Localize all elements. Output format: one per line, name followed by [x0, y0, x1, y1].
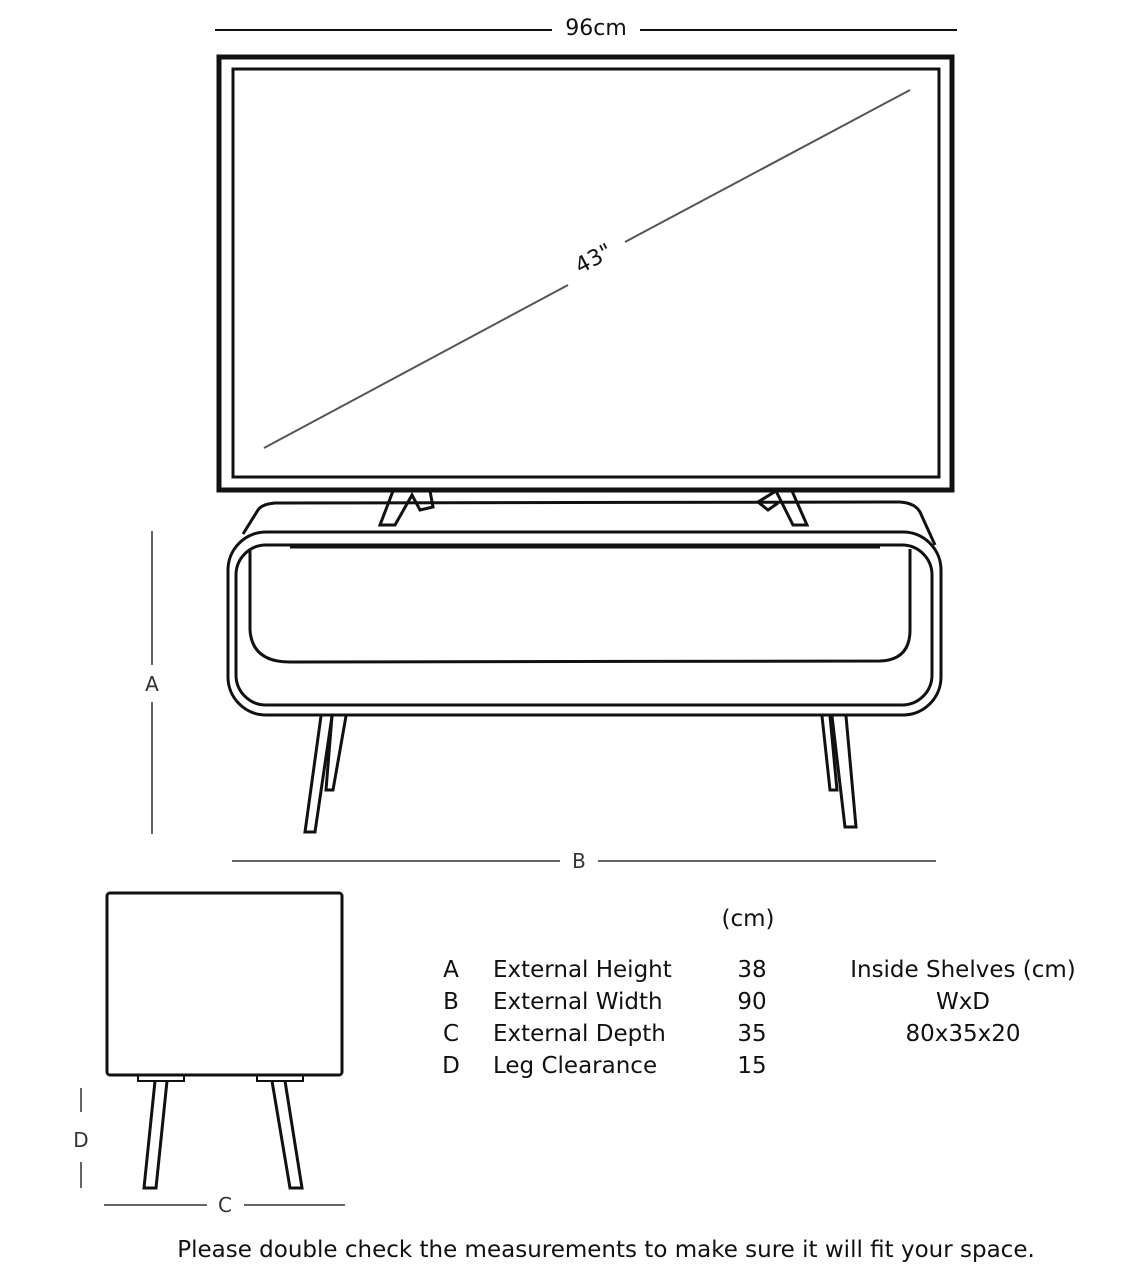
- tv-outline: 43": [216, 54, 955, 493]
- dimension-a: A: [145, 531, 159, 834]
- row-value: 90: [737, 989, 766, 1015]
- row-value: 35: [737, 1021, 766, 1047]
- table-row: B External Width 90: [443, 989, 767, 1015]
- table-row: A External Height 38: [443, 957, 767, 983]
- dimension-b-label: B: [572, 849, 586, 873]
- inside-shelves-value: 80x35x20: [905, 1021, 1020, 1047]
- row-letter: B: [443, 989, 459, 1015]
- tv-unit-front-view: [226, 500, 943, 834]
- tv-diagonal-label: 43": [571, 239, 616, 279]
- row-label: External Height: [493, 957, 672, 983]
- unit-header: (cm): [722, 906, 775, 932]
- tv-width-label: 96cm: [565, 16, 627, 41]
- table-row: C External Depth 35: [443, 1021, 767, 1047]
- dimension-a-label: A: [145, 672, 159, 696]
- row-letter: C: [443, 1021, 459, 1047]
- inside-shelves-format: WxD: [936, 989, 990, 1015]
- tv-unit-side-view: [105, 891, 344, 1190]
- footer-note: Please double check the measurements to …: [177, 1237, 1035, 1263]
- table-row: D Leg Clearance 15: [442, 1053, 767, 1079]
- row-value: 38: [737, 957, 766, 983]
- dimension-d: D: [73, 1088, 89, 1188]
- row-letter: D: [442, 1053, 460, 1079]
- dimension-b: B: [232, 849, 936, 873]
- inside-shelves-title: Inside Shelves (cm): [850, 957, 1076, 983]
- dimension-d-label: D: [73, 1128, 88, 1152]
- row-label: External Width: [493, 989, 663, 1015]
- tv-stand-feet: [377, 489, 810, 527]
- dimensions-table: (cm) A External Height 38 B External Wid…: [442, 906, 1076, 1079]
- tv-width-dimension: 96cm: [215, 16, 957, 41]
- row-value: 15: [737, 1053, 766, 1079]
- dimension-c: C: [104, 1193, 345, 1217]
- row-label: Leg Clearance: [493, 1053, 657, 1079]
- row-label: External Depth: [493, 1021, 666, 1047]
- dimension-c-label: C: [218, 1193, 232, 1217]
- row-letter: A: [443, 957, 459, 983]
